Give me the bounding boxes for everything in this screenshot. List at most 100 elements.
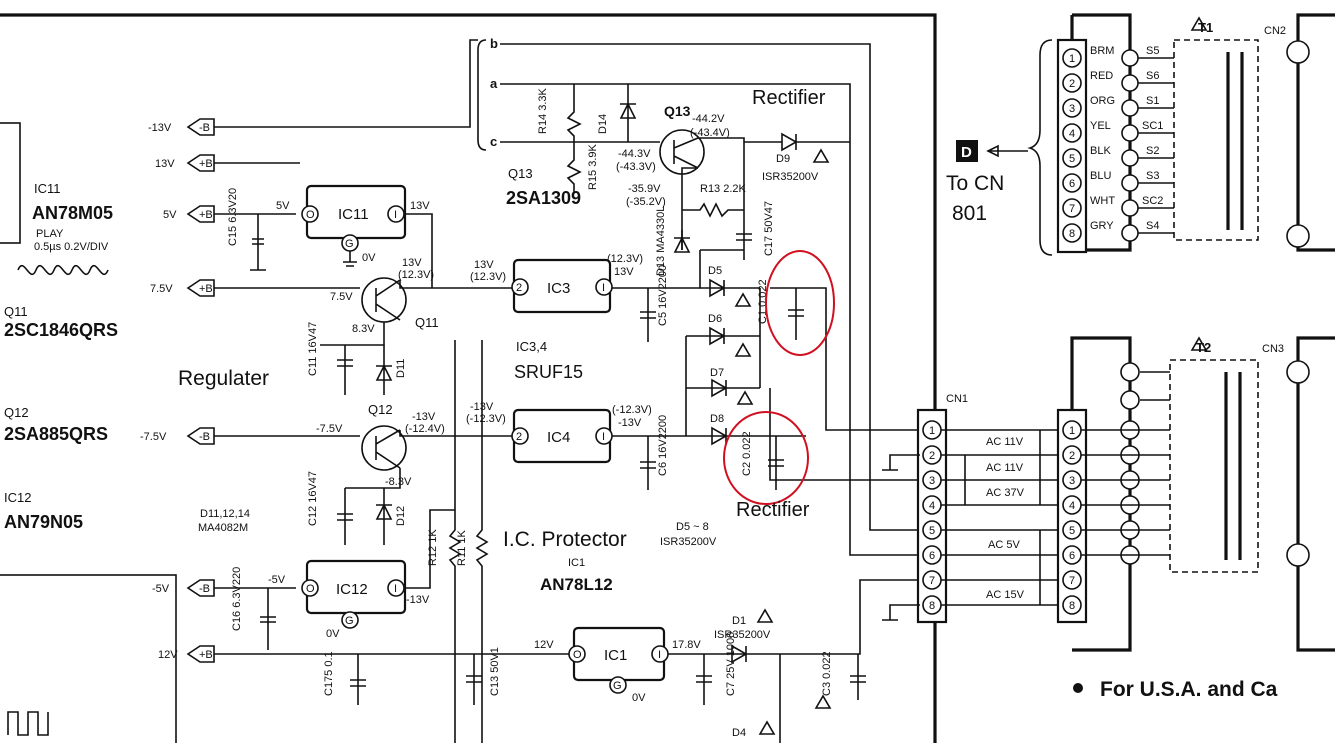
svg-text:AC 37V: AC 37V — [986, 487, 1025, 499]
svg-text:S1: S1 — [1146, 95, 1159, 107]
svg-text:C16 6.3V220: C16 6.3V220 — [231, 567, 243, 631]
svg-text:GRY: GRY — [1090, 220, 1114, 232]
svg-text:a: a — [490, 76, 498, 91]
svg-text:(12.3V): (12.3V) — [607, 253, 643, 265]
svg-text:C17 50V47: C17 50V47 — [763, 201, 775, 256]
s-labels: S5 S6 S1 SC1 S2 S3 SC2 S4 — [1121, 45, 1163, 242]
svg-text:(12.3V): (12.3V) — [398, 269, 434, 281]
svg-text:5: 5 — [1069, 153, 1075, 165]
warning-triangle-icons — [734, 16, 1208, 735]
svg-text:8: 8 — [929, 600, 935, 612]
svg-text:IC12: IC12 — [336, 581, 368, 598]
svg-text:D9: D9 — [776, 153, 790, 165]
svg-text:0V: 0V — [326, 628, 340, 640]
svg-text:C7 25V 1000: C7 25V 1000 — [725, 632, 737, 696]
svg-text:13V: 13V — [474, 259, 494, 271]
svg-text:C15 6.3V20: C15 6.3V20 — [227, 188, 239, 246]
marker-d-box — [956, 140, 978, 162]
ic3-pin-in — [595, 278, 613, 296]
svg-text:S2: S2 — [1146, 145, 1159, 157]
svg-text:O: O — [306, 583, 315, 595]
svg-text:13V: 13V — [155, 158, 175, 170]
svg-text:D8: D8 — [710, 413, 724, 425]
svg-text:5V: 5V — [276, 200, 290, 212]
svg-text:0V: 0V — [362, 252, 376, 264]
terminal-12: 12V +B — [158, 645, 570, 663]
svg-text:2: 2 — [929, 450, 935, 462]
svg-text:I: I — [658, 649, 661, 661]
diodes-d5-d8: D5 D6 D7 D8 — [685, 249, 920, 481]
ic12-pin-gnd — [341, 611, 359, 629]
svg-text:AC 11V: AC 11V — [986, 436, 1024, 448]
svg-text:SC2: SC2 — [1142, 195, 1163, 207]
svg-text:6: 6 — [929, 550, 935, 562]
to-cn-label: To CN — [946, 172, 1004, 195]
svg-text:D6: D6 — [708, 313, 722, 325]
ic1-pin-out — [568, 645, 586, 663]
svg-text:AC 5V: AC 5V — [988, 539, 1020, 551]
svg-text:3: 3 — [1069, 475, 1075, 487]
svg-text:6: 6 — [1069, 178, 1075, 190]
svg-text:-8.3V: -8.3V — [385, 476, 412, 488]
svg-text:-5V: -5V — [152, 583, 170, 595]
svg-text:C12 16V47: C12 16V47 — [307, 471, 319, 526]
svg-text:AC 15V: AC 15V — [986, 589, 1025, 601]
terminal-7-5: 7.5V +B — [150, 279, 360, 297]
svg-text:R14 3.3K: R14 3.3K — [537, 87, 549, 134]
svg-text:-5V: -5V — [268, 574, 286, 586]
svg-text:I: I — [602, 431, 605, 443]
regulater-label: Regulater — [178, 367, 269, 390]
svg-text:17.8V: 17.8V — [672, 639, 701, 651]
svg-text:c: c — [490, 134, 497, 149]
svg-text:S3: S3 — [1146, 170, 1159, 182]
svg-text:2: 2 — [516, 282, 522, 294]
svg-text:IC4: IC4 — [547, 429, 570, 446]
svg-text:-13V: -13V — [406, 594, 430, 606]
svg-text:I: I — [394, 209, 397, 221]
svg-text:S6: S6 — [1146, 70, 1159, 82]
svg-text:S5: S5 — [1146, 45, 1159, 57]
svg-text:O: O — [306, 209, 315, 221]
svg-text:4: 4 — [929, 500, 935, 512]
svg-text:8: 8 — [1069, 228, 1075, 240]
svg-text:YEL: YEL — [1090, 120, 1111, 132]
svg-text:R12 1K: R12 1K — [427, 529, 439, 566]
svg-text:IC3: IC3 — [547, 280, 570, 297]
svg-text:C13 50V1: C13 50V1 — [489, 647, 501, 696]
play-label: PLAY — [36, 228, 64, 240]
svg-text:5V: 5V — [163, 209, 177, 221]
svg-text:3: 3 — [929, 475, 935, 487]
svg-text:-13V: -13V — [412, 411, 436, 423]
svg-text:Q13: Q13 — [664, 103, 691, 119]
svg-text:R13 2.2K: R13 2.2K — [700, 183, 747, 195]
ic12-name: IC12 — [4, 490, 31, 505]
right-lower-connector — [1056, 408, 1088, 624]
annotation-circle-c2 — [723, 411, 809, 505]
svg-text:-B: -B — [199, 583, 210, 595]
svg-text:(-43.3V): (-43.3V) — [616, 161, 656, 173]
q12-part: 2SA885QRS — [4, 424, 108, 444]
svg-text:Q13: Q13 — [508, 166, 533, 181]
svg-text:-35.9V: -35.9V — [628, 183, 661, 195]
svg-text:-44.3V: -44.3V — [618, 148, 651, 160]
svg-text:5: 5 — [1069, 525, 1075, 537]
d-part: MA4082M — [198, 522, 248, 534]
svg-text:D1: D1 — [732, 615, 746, 627]
svg-text:I: I — [602, 282, 605, 294]
svg-text:(-12.4V): (-12.4V) — [405, 423, 445, 435]
terminal-5: 5V +B — [163, 205, 296, 223]
pulse-waveform-icon — [7, 711, 49, 736]
svg-text:(-12.3V): (-12.3V) — [466, 413, 506, 425]
svg-text:7.5V: 7.5V — [150, 283, 173, 295]
right-upper-connector — [1056, 38, 1088, 254]
svg-text:D5 ~ 8: D5 ~ 8 — [676, 521, 709, 533]
r11-resistor — [475, 340, 489, 743]
ic11-pin-out — [301, 205, 319, 223]
svg-text:13V: 13V — [402, 257, 422, 269]
svg-text:13V: 13V — [410, 200, 430, 212]
right-lower-pins: 1 2 3 4 5 6 7 8 — [1062, 420, 1082, 615]
svg-text:BLU: BLU — [1090, 170, 1111, 182]
svg-text:1: 1 — [1069, 53, 1075, 65]
svg-text:-13V: -13V — [148, 122, 172, 134]
